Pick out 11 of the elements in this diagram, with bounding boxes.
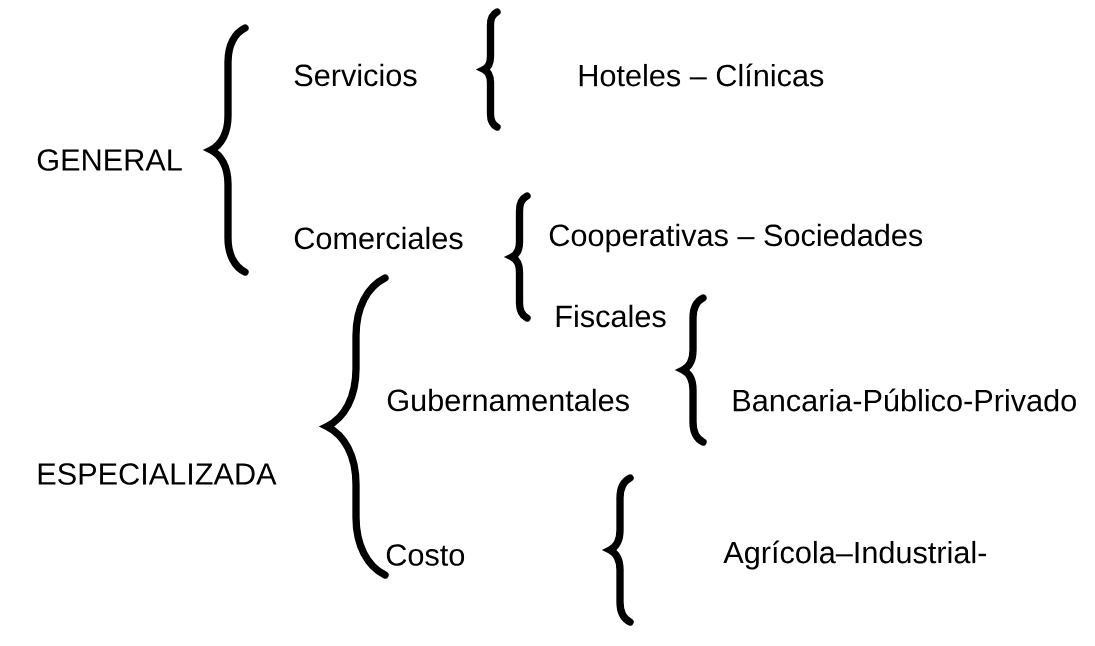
- category-label: Agrícola–Industrial-: [723, 540, 987, 570]
- category-label: Costo: [386, 544, 465, 566]
- category-label: Hoteles – Clínicas: [579, 63, 824, 87]
- category-label: Gubernamentales: [387, 388, 629, 412]
- category-label: Servicios: [294, 63, 417, 87]
- category-label: Cooperativas – Sociedades: [549, 223, 923, 253]
- category-label: GENERAL: [37, 149, 182, 171]
- category-label: Fiscales: [556, 304, 666, 328]
- category-label: ESPECIALIZADA: [38, 463, 277, 485]
- category-label: Bancaria-Público-Privado: [733, 388, 1076, 412]
- category-label: Comerciales: [294, 226, 463, 250]
